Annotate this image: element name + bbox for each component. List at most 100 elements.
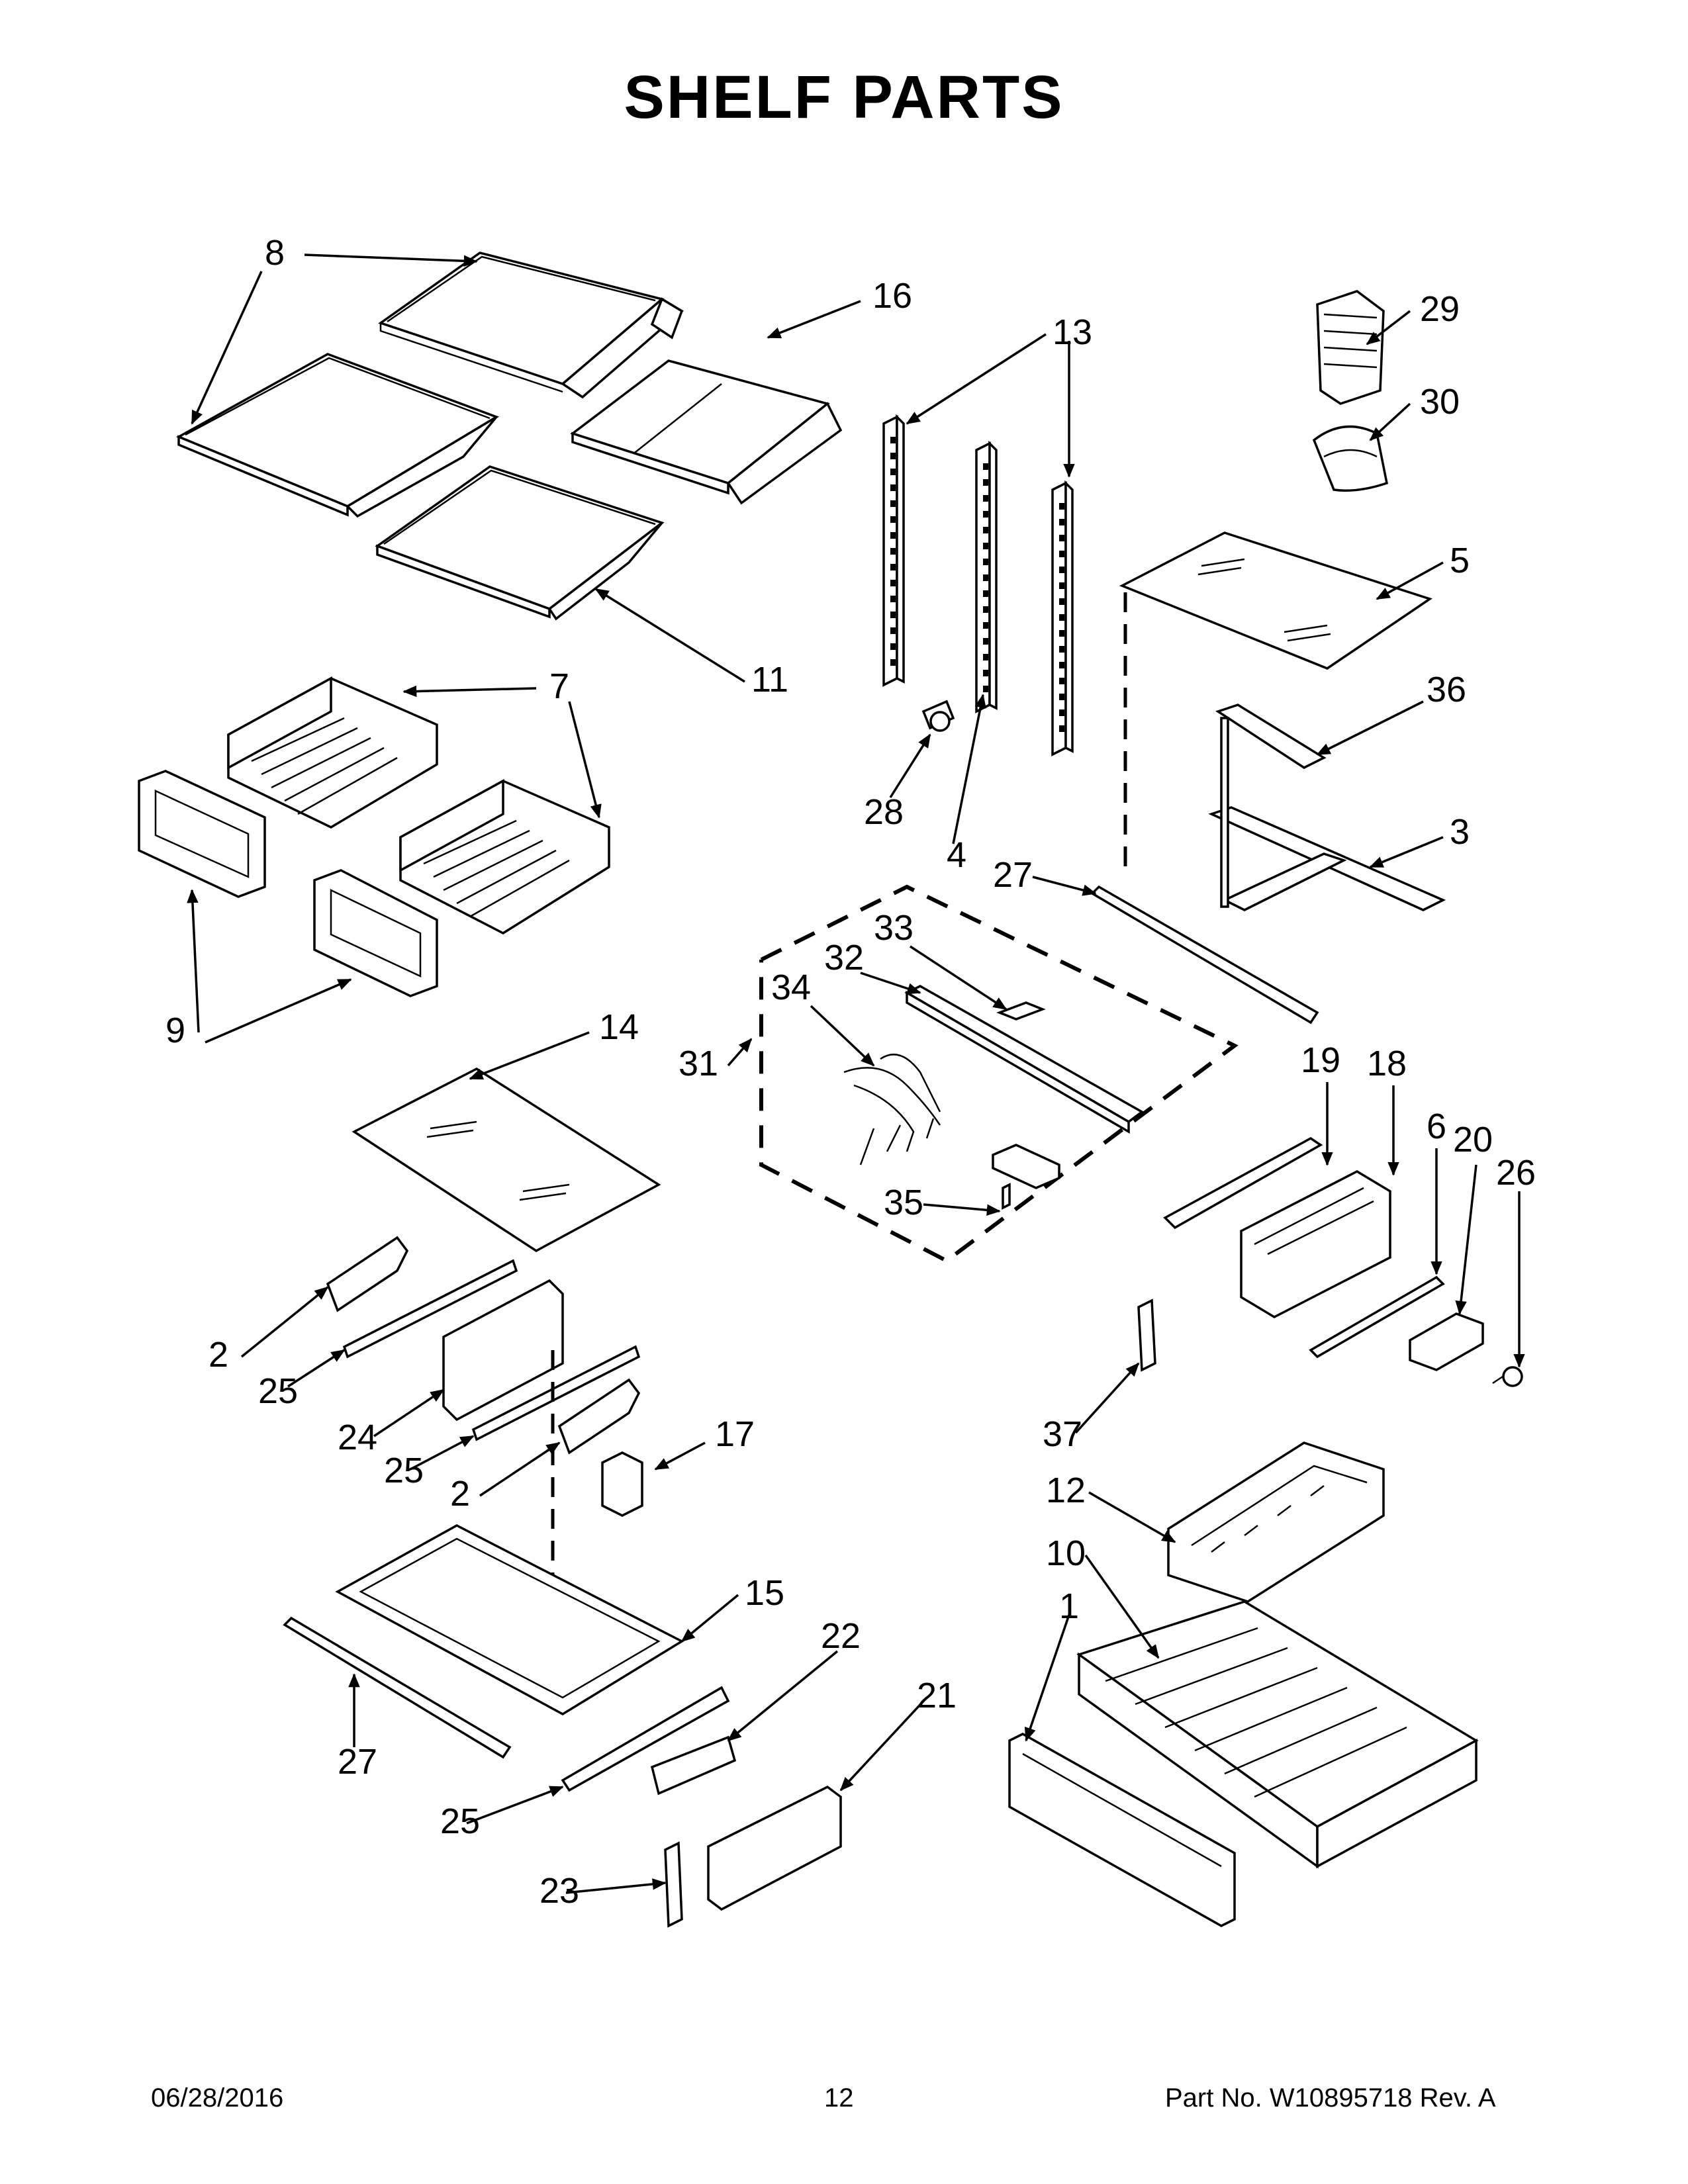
rail-slot [1059, 582, 1064, 589]
rail-slot [983, 686, 988, 692]
leader-arrow [287, 1349, 346, 1388]
footer-page-number: 12 [824, 2083, 854, 2113]
callout-10: 10 [1046, 1533, 1086, 1573]
rail-slot [1059, 630, 1064, 637]
callout-21: 21 [917, 1676, 957, 1715]
bracket-22 [650, 1735, 737, 1796]
leader-arrow [479, 1441, 561, 1497]
callout-25-lower: 25 [440, 1801, 480, 1841]
leader-arrow [654, 1441, 706, 1471]
callout-11: 11 [751, 660, 788, 700]
leader-arrow [1084, 1554, 1160, 1659]
rail-slot [890, 564, 896, 570]
rail-slot [1059, 725, 1064, 732]
rail-slot [983, 511, 988, 518]
leader-arrow [889, 733, 931, 798]
trim-27-lower [283, 1616, 512, 1759]
rail-slot [890, 659, 896, 666]
rail-slot [1059, 678, 1064, 684]
glass-shelf-5 [1119, 531, 1432, 670]
leader-arrow [727, 1650, 839, 1742]
callout-16: 16 [872, 276, 912, 316]
leader-arrow [240, 1286, 329, 1358]
part-17-cap [601, 1451, 643, 1517]
page-title: SHELF PARTS [624, 64, 1064, 131]
callout-35: 35 [884, 1183, 923, 1222]
callout-3: 3 [1450, 812, 1470, 852]
rail-slot [983, 463, 988, 470]
rail-slot [890, 532, 896, 539]
rail-slot [983, 495, 988, 502]
rail-slot [1059, 646, 1064, 653]
callout-27-upper: 27 [993, 855, 1033, 895]
rail-slot [983, 543, 988, 549]
crisper-drawer-right [399, 779, 610, 935]
leader-arrow [860, 972, 921, 995]
part-30-clip [1312, 425, 1389, 492]
rail-slot [890, 627, 896, 634]
leader-arrow [810, 1005, 875, 1067]
callout-27-lower: 27 [338, 1742, 377, 1782]
slide-25-lower [561, 1686, 730, 1792]
trim-27-upper [1090, 885, 1319, 1024]
rail-slot [983, 574, 988, 581]
leader-arrow [1455, 1164, 1477, 1315]
ice-bin-12 [1167, 1441, 1385, 1603]
callout-1: 1 [1059, 1586, 1079, 1626]
bracket-18 [1240, 1169, 1391, 1319]
rail-slot [983, 559, 988, 565]
leader-arrow [1369, 402, 1411, 441]
rail-slot [1059, 709, 1064, 716]
bracket-21 [707, 1785, 842, 1911]
leader-arrow [910, 945, 1008, 1011]
rail-slot [1059, 598, 1064, 605]
rail-slot [1059, 662, 1064, 668]
crisper-drawer-left [227, 676, 438, 829]
slide-25-middle [471, 1345, 641, 1441]
drawer-front-1 [1008, 1733, 1236, 1927]
rail-slot [983, 638, 988, 645]
callout-8: 8 [265, 233, 285, 273]
rail-slot [890, 469, 896, 475]
rail-slots [890, 437, 1064, 732]
leader-arrow [568, 701, 602, 819]
leader-arrow [680, 1594, 739, 1643]
shelf-upper-right [378, 251, 684, 399]
glass-shelf-14 [352, 1067, 661, 1253]
callout-14: 14 [599, 1007, 639, 1047]
leader-arrow [402, 685, 537, 698]
part-29-cover [1316, 290, 1385, 405]
leader-arrow [469, 1031, 590, 1080]
callout-22: 22 [821, 1616, 861, 1656]
leader-arrow [1024, 1614, 1070, 1742]
rail-slot [1059, 503, 1064, 510]
frame-3 [1208, 717, 1446, 911]
bracket-2-lower [557, 1378, 641, 1455]
callout-5: 5 [1450, 541, 1470, 580]
leader-arrow [191, 271, 263, 425]
shelf-lower [375, 465, 665, 621]
leader-arrow [205, 978, 352, 1044]
part-35-bracket [992, 1144, 1060, 1210]
rail-slot [983, 622, 988, 629]
leader-arrow [906, 333, 1047, 425]
rail-slot [890, 516, 896, 523]
callout-25-upper: 25 [258, 1371, 298, 1411]
part-23-stop [664, 1841, 683, 1928]
leader-arrow [1376, 561, 1444, 600]
rail-slot [890, 612, 896, 618]
part-20-block [1409, 1312, 1484, 1371]
leader-arrow [727, 1038, 753, 1067]
footer-part-number: Part No. W10895718 Rev. A [1165, 2083, 1496, 2113]
screw-28 [921, 700, 955, 732]
callout-2-upper: 2 [209, 1335, 228, 1375]
leader-arrow [466, 1786, 564, 1825]
callout-18: 18 [1367, 1044, 1407, 1083]
callout-9: 9 [165, 1011, 185, 1050]
rail-slot [983, 654, 988, 660]
rail-slot [890, 596, 896, 602]
callout-13-left: 13 [1053, 312, 1092, 352]
rail-slot [1059, 614, 1064, 621]
